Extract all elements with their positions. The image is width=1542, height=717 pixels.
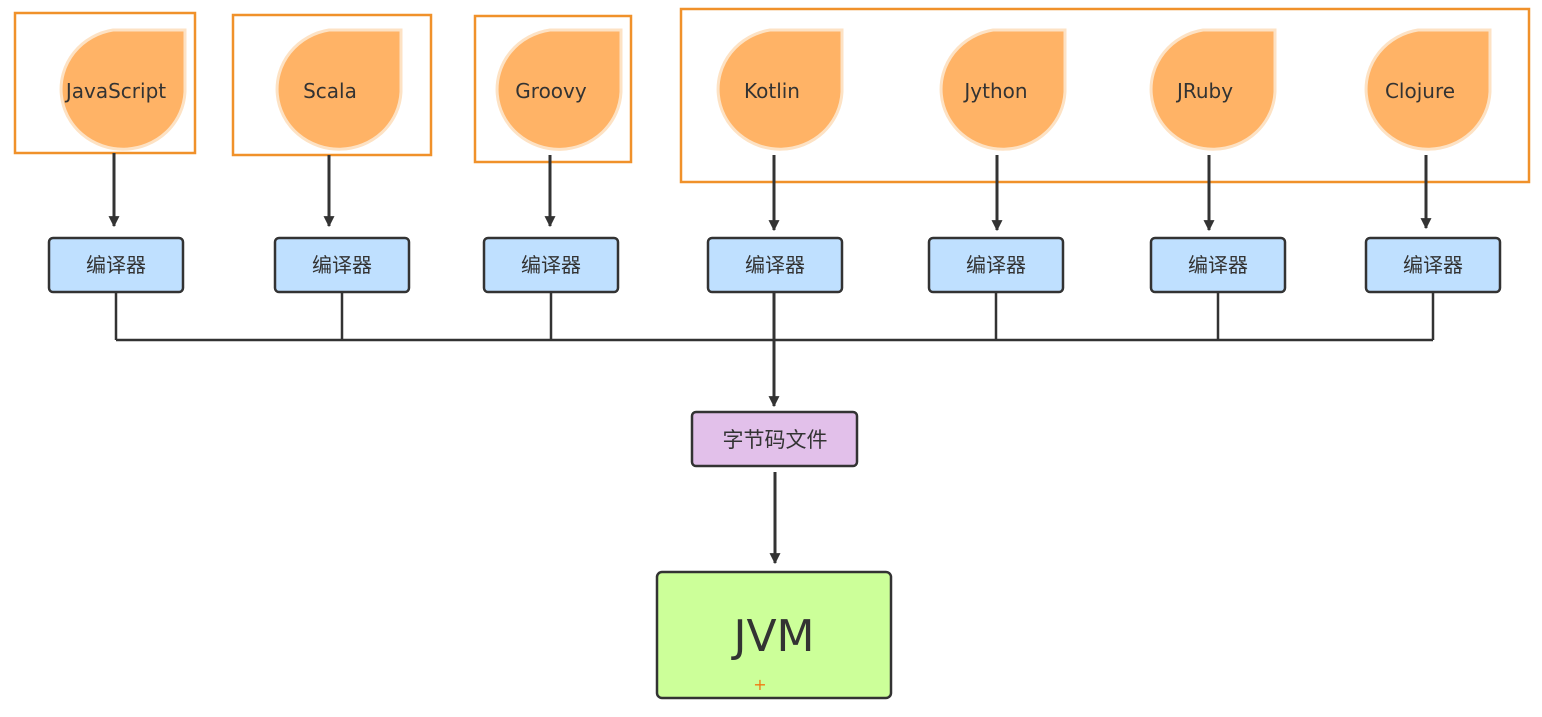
language-label: Clojure [1385,79,1455,103]
jvm-label: JVM [730,611,814,662]
compiler-box-jruby: 编译器 [1149,236,1287,294]
compiler-box-clojure: 编译器 [1364,236,1502,294]
jvm-box [655,570,893,700]
language-leaf-shape [939,28,1067,151]
language-node-javascript: JavaScript [59,28,187,151]
compiler-nodes: 编译器 编译器 编译器 编译器 编译器 编译器 编译器 [47,236,1502,294]
compiler-box-jython: 编译器 [927,236,1065,294]
language-leaf-shape [716,28,844,151]
group-frame-javascript [13,11,197,155]
compiler-label: 编译器 [745,253,805,277]
jvm-node: JVM + [655,570,893,700]
language-node-scala: Scala [275,28,403,151]
compiler-box-kotlin: 编译器 [706,236,844,294]
bytecode-box [690,410,859,468]
group-frames [13,7,1531,184]
language-label: Jython [962,79,1027,103]
language-node-jython: Jython [939,28,1067,151]
language-leaf-shape [275,28,403,151]
language-label: JRuby [1175,79,1233,103]
compiler-label: 编译器 [1188,253,1248,277]
language-leaf-shape [495,28,623,151]
compiler-label: 编译器 [1403,253,1463,277]
compiler-box-groovy: 编译器 [482,236,620,294]
group-frame-scala [231,13,433,157]
language-node-jruby: JRuby [1149,28,1277,151]
bytecode-node: 字节码文件 [690,410,859,468]
language-label: Scala [303,79,357,103]
language-to-compiler-arrows [108,153,1432,232]
language-node-clojure: Clojure [1364,28,1492,151]
bytecode-label: 字节码文件 [723,428,828,452]
language-leaf-shape [1364,28,1492,151]
compiler-box-scala: 编译器 [273,236,411,294]
language-nodes: JavaScript Scala Groovy Kotlin Jython JR… [59,28,1492,151]
compiler-label: 编译器 [86,253,146,277]
compiler-label: 编译器 [966,253,1026,277]
compiler-label: 编译器 [521,253,581,277]
language-node-groovy: Groovy [495,28,623,151]
group-frame-other-languages [679,7,1531,184]
language-leaf-shape [59,28,187,151]
jvm-plus-marker: + [753,675,766,694]
language-node-kotlin: Kotlin [716,28,844,151]
language-label: Groovy [515,79,587,103]
language-leaf-shape [1149,28,1277,151]
language-label: JavaScript [64,79,166,103]
group-frame-groovy [473,14,633,164]
language-label: Kotlin [744,79,800,103]
compiler-box-javascript: 编译器 [47,236,185,294]
compiler-label: 编译器 [312,253,372,277]
